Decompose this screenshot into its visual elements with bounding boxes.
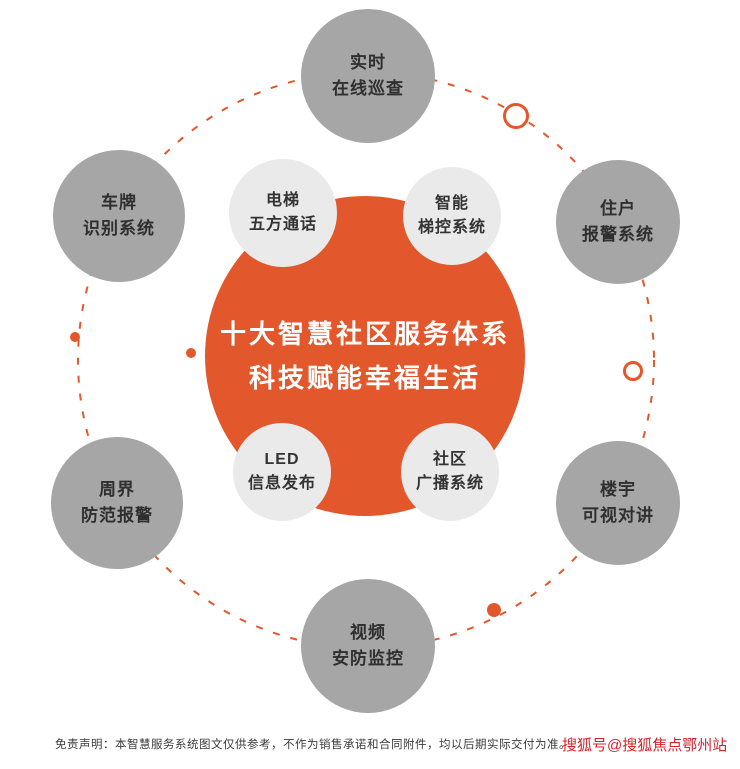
outer-node-label-line2: 识别系统 xyxy=(83,219,155,238)
center-title-line2: 科技赋能幸福生活 xyxy=(248,363,481,393)
inner-node-smart-elevator-control: 智能 梯控系统 xyxy=(403,167,501,265)
orbit-hollow-dot-right xyxy=(623,361,643,381)
outer-node-label-line1: 视频 xyxy=(350,622,386,642)
outer-node-label-line2: 报警系统 xyxy=(582,225,654,244)
sohu-watermark: 搜狐号@搜狐焦点鄂州站 xyxy=(562,737,728,754)
inner-node-label-line2: 梯控系统 xyxy=(417,219,486,236)
outer-node-label-line2: 可视对讲 xyxy=(582,506,654,525)
outer-node-plate-recognition-system: 车牌 识别系统 xyxy=(53,150,185,282)
inner-node-label-line1: LED xyxy=(264,451,300,468)
inner-node-label-line2: 信息发布 xyxy=(247,475,316,492)
orbit-filled-dot-bottom-right xyxy=(487,603,501,617)
outer-node-label-line2: 安防监控 xyxy=(332,649,404,668)
inner-node-label-line1: 社区 xyxy=(432,451,467,468)
inner-node-label-line2: 广播系统 xyxy=(415,475,484,492)
orbit-filled-dot-center-left xyxy=(186,348,196,358)
outer-node-label-line1: 周界 xyxy=(99,479,135,499)
outer-node-label-line2: 防范报警 xyxy=(81,506,153,525)
outer-node-label-line1: 实时 xyxy=(350,52,386,72)
inner-node-led-info-release: LED 信息发布 xyxy=(233,423,331,521)
outer-node-resident-alarm-system: 住户 报警系统 xyxy=(556,160,680,284)
outer-node-label-line1: 楼宇 xyxy=(600,479,636,499)
inner-node-label-line2: 五方通话 xyxy=(248,216,317,233)
center-title-line1: 十大智慧社区服务体系 xyxy=(219,319,510,349)
outer-node-video-security-monitor: 视频 安防监控 xyxy=(301,579,435,713)
outer-node-label-line1: 住户 xyxy=(600,198,636,218)
outer-node-building-video-intercom: 楼宇 可视对讲 xyxy=(556,441,680,565)
outer-node-label-line2: 在线巡查 xyxy=(332,79,404,98)
outer-node-perimeter-alarm: 周界 防范报警 xyxy=(51,437,183,569)
orbit-filled-dot-left xyxy=(70,332,80,342)
inner-node-elevator-five-party-intercom: 电梯 五方通话 xyxy=(229,159,337,267)
orbit-hollow-dot-top-right xyxy=(503,103,529,129)
outer-node-label-line1: 车牌 xyxy=(101,192,137,212)
inner-node-label-line1: 电梯 xyxy=(265,192,300,209)
inner-node-label-line1: 智能 xyxy=(434,195,469,212)
outer-node-realtime-online-patrol: 实时 在线巡查 xyxy=(301,9,435,143)
disclaimer-text: 免责声明：本智慧服务系统图文仅供参考，不作为销售承诺和合同附件，均以后期实际交付… xyxy=(55,739,571,751)
inner-node-community-broadcast: 社区 广播系统 xyxy=(401,423,499,521)
